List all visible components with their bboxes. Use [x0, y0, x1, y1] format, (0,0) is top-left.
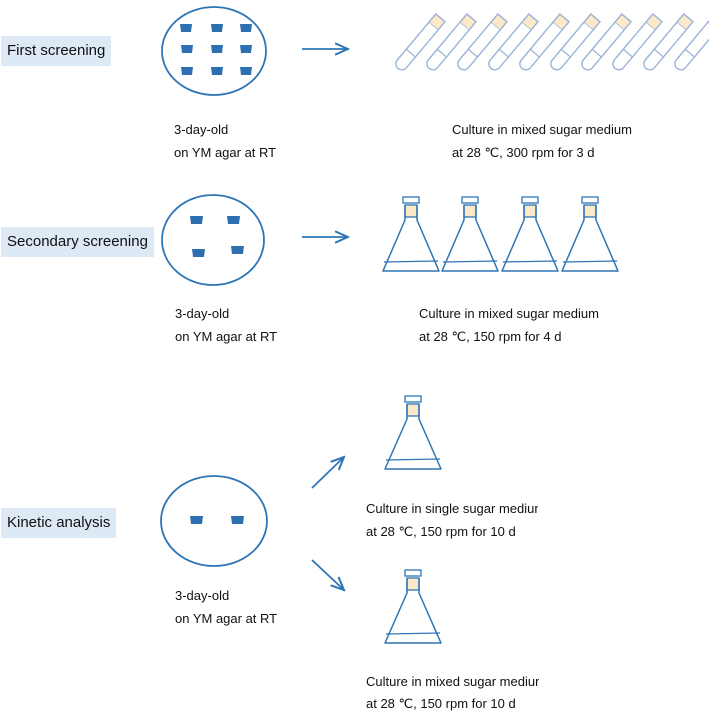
- flask-medium-line: [562, 260, 618, 263]
- tube-cap: [613, 13, 633, 32]
- flask-medium-line: [385, 632, 441, 635]
- flask-rim: [581, 196, 599, 204]
- culture-tube: [643, 13, 695, 71]
- tube-medium-line: [591, 48, 602, 58]
- tube-medium-line: [622, 48, 633, 58]
- secondary-screening-label: Secondary screening: [1, 227, 154, 257]
- tube-medium-line: [529, 48, 540, 58]
- flask-rim: [402, 196, 420, 204]
- culture-flasks: [382, 196, 619, 272]
- tube-medium-line: [467, 48, 478, 58]
- flask-body: [501, 205, 559, 272]
- culture-tube: [674, 13, 709, 71]
- first-screening-plate: [161, 6, 267, 96]
- erlenmeyer-flask: [384, 395, 442, 470]
- tube-medium-line: [560, 48, 571, 58]
- kinetic-arrow-down: [311, 559, 344, 590]
- kinetic-plate-condition: on YM agar at RT: [175, 611, 278, 626]
- flask-rim: [404, 395, 422, 403]
- tube-medium-line: [436, 48, 447, 58]
- flask-medium-line: [383, 260, 439, 263]
- first-screening-label: First screening: [1, 36, 112, 66]
- tube-body: [488, 22, 532, 71]
- culture-tube: [488, 13, 540, 71]
- kinetic-arrow-up: [311, 457, 344, 489]
- kinetic-single-line2: at 28 ℃, 150 rpm for 10 d: [366, 524, 516, 539]
- flask-stopper: [406, 403, 420, 417]
- tube-body: [581, 22, 625, 71]
- flask-body: [382, 205, 440, 272]
- flask-medium-line: [442, 260, 498, 263]
- tube-body: [612, 22, 656, 71]
- mixed-sugar-flask: [384, 569, 442, 644]
- first-plate-age: 3-day-old: [174, 122, 229, 137]
- culture-tube: [519, 13, 571, 71]
- tube-medium-line: [653, 48, 664, 58]
- culture-tube: [581, 13, 633, 71]
- first-culture-line1: Culture in mixed sugar medium: [452, 122, 632, 137]
- culture-tube: [395, 13, 447, 71]
- secondary-culture-line1: Culture in mixed sugar medium: [419, 306, 599, 321]
- flask-body: [441, 205, 499, 272]
- tube-cap: [675, 13, 695, 32]
- tube-body: [395, 22, 439, 71]
- single-sugar-flask: [384, 395, 442, 470]
- kinetic-analysis-colonies: [190, 516, 244, 524]
- tube-cap: [582, 13, 602, 32]
- flask-rim: [404, 569, 422, 577]
- tube-medium-line: [498, 48, 509, 58]
- tube-body: [457, 22, 501, 71]
- culture-tubes: [395, 13, 709, 71]
- flask-stopper: [583, 204, 597, 218]
- secondary-screening-plate: [161, 194, 265, 286]
- tube-body: [674, 22, 709, 71]
- kinetic-analysis-plate: [160, 475, 268, 567]
- tube-body: [643, 22, 687, 71]
- tube-body: [519, 22, 563, 71]
- kinetic-single-line1: Culture in single sugar medium: [366, 501, 538, 516]
- kinetic-plate-age: 3-day-old: [175, 588, 230, 603]
- flask-rim: [521, 196, 539, 204]
- tube-body: [426, 22, 470, 71]
- kinetic-mixed-line2: at 28 ℃, 150 rpm for 10 d: [366, 696, 516, 711]
- kinetic-analysis-label: Kinetic analysis: [1, 508, 117, 538]
- tube-cap: [520, 13, 540, 32]
- erlenmeyer-flask: [501, 196, 559, 272]
- secondary-screening-colonies: [190, 216, 244, 257]
- flask-body: [561, 205, 619, 272]
- culture-tube: [612, 13, 664, 71]
- first-culture-line2: at 28 ℃, 300 rpm for 3 d: [452, 145, 595, 160]
- culture-tube: [457, 13, 509, 71]
- flask-body: [384, 578, 442, 644]
- tube-cap: [551, 13, 571, 32]
- culture-tube: [426, 13, 478, 71]
- first-screening-colonies: [180, 24, 252, 75]
- erlenmeyer-flask: [384, 569, 442, 644]
- flask-stopper: [523, 204, 537, 218]
- secondary-culture-line2: at 28 ℃, 150 rpm for 4 d: [419, 329, 562, 344]
- erlenmeyer-flask: [441, 196, 499, 272]
- erlenmeyer-flask: [561, 196, 619, 272]
- tube-body: [550, 22, 594, 71]
- secondary-plate-age: 3-day-old: [175, 306, 230, 321]
- flask-stopper: [406, 577, 420, 591]
- secondary-plate-condition: on YM agar at RT: [175, 329, 278, 344]
- first-plate-condition: on YM agar at RT: [174, 145, 277, 160]
- flask-stopper: [463, 204, 477, 218]
- tube-medium-line: [405, 48, 416, 58]
- tube-medium-line: [684, 48, 695, 58]
- tube-cap: [644, 13, 664, 32]
- kinetic-mixed-line1: Culture in mixed sugar medium: [366, 674, 539, 689]
- flask-medium-line: [502, 260, 558, 263]
- flask-body: [384, 404, 442, 470]
- erlenmeyer-flask: [382, 196, 440, 272]
- flask-rim: [461, 196, 479, 204]
- flask-stopper: [404, 204, 418, 218]
- flask-medium-line: [385, 458, 441, 461]
- culture-tube: [550, 13, 602, 71]
